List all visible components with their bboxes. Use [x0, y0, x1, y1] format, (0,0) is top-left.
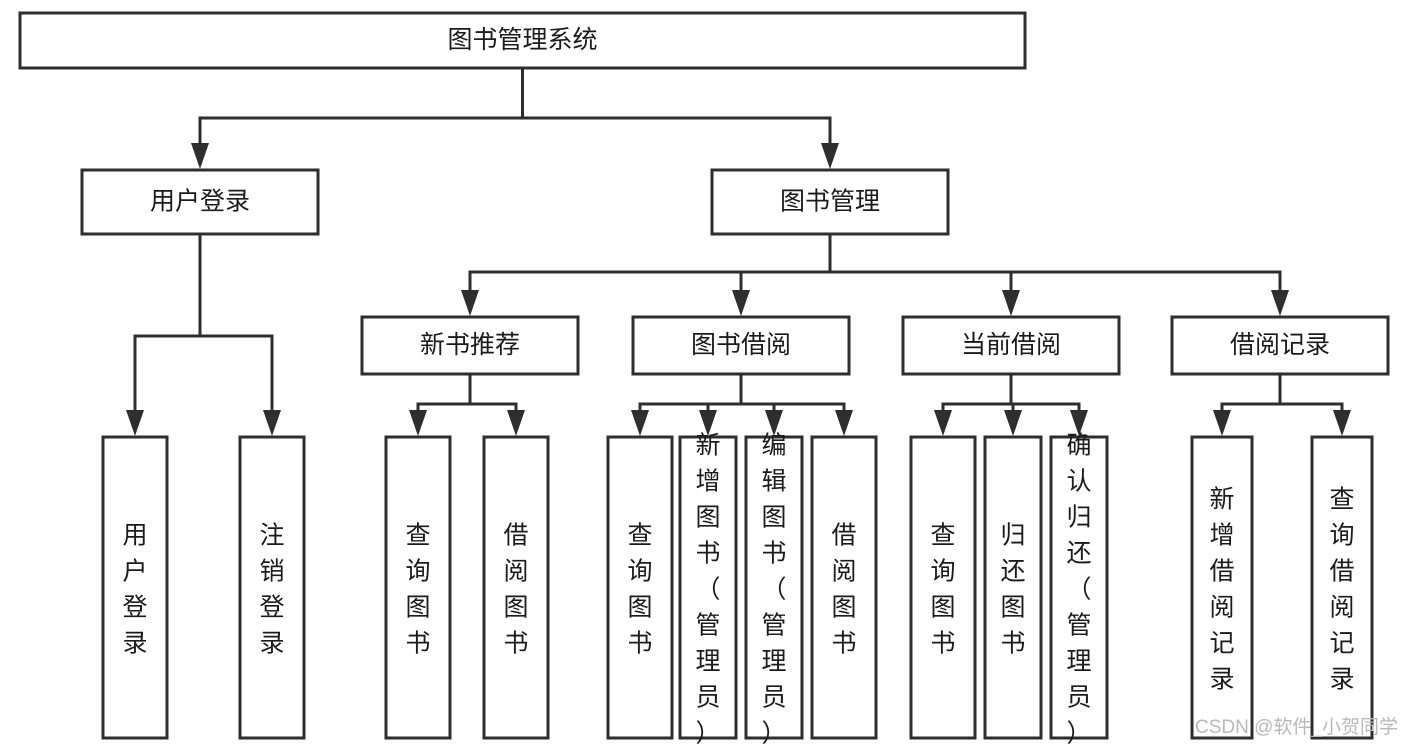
node-label: 新增图书（管理员） — [695, 432, 720, 747]
node-label: 当前借阅 — [961, 331, 1061, 359]
node-leaf-edit-book[interactable]: 编辑图书（管理员） — [744, 432, 804, 747]
node-leaf-user-login[interactable]: 用户登录 — [101, 435, 169, 740]
node-book-management[interactable]: 图书管理 — [710, 168, 950, 236]
arrow-head-icon — [765, 410, 783, 436]
node-box[interactable] — [678, 435, 738, 740]
node-box[interactable] — [1190, 435, 1254, 740]
node-leaf-confirm-return[interactable]: 确认归还（管理员） — [1049, 432, 1109, 747]
node-label: 查询图书 — [930, 522, 955, 658]
node-label: 确认归还（管理员） — [1066, 432, 1091, 747]
node-layer: 图书管理系统用户登录图书管理新书推荐图书借阅当前借阅借阅记录用户登录注销登录查询… — [18, 11, 1390, 747]
arrow-head-icon — [699, 410, 717, 436]
node-label: 查询借阅记录 — [1329, 486, 1354, 694]
node-box[interactable] — [1049, 435, 1109, 740]
arrow-head-icon — [1004, 410, 1022, 436]
node-box[interactable] — [810, 435, 878, 740]
node-box[interactable] — [901, 315, 1121, 376]
node-box[interactable] — [744, 435, 804, 740]
node-box[interactable] — [384, 435, 452, 740]
node-borrow-record[interactable]: 借阅记录 — [1170, 315, 1390, 376]
arrow-head-icon — [191, 143, 209, 169]
node-label: 查询图书 — [627, 522, 652, 658]
arrow-head-icon — [461, 290, 479, 316]
node-box[interactable] — [360, 315, 580, 376]
arrow-head-icon — [821, 143, 839, 169]
node-box[interactable] — [80, 168, 320, 236]
node-label: 查询图书 — [405, 522, 430, 658]
node-label: 新增借阅记录 — [1209, 486, 1234, 694]
node-label: 新书推荐 — [420, 331, 520, 359]
node-box[interactable] — [909, 435, 977, 740]
node-book-borrow[interactable]: 图书借阅 — [631, 315, 851, 376]
csdn-watermark: CSDN @软件_小贺同学 — [1195, 716, 1398, 738]
node-box[interactable] — [482, 435, 550, 740]
node-label: 编辑图书（管理员） — [761, 432, 786, 747]
node-box[interactable] — [606, 435, 674, 740]
node-label: 借阅图书 — [831, 522, 856, 658]
node-label: 用户登录 — [150, 188, 250, 216]
node-box[interactable] — [238, 435, 306, 740]
arrow-head-icon — [126, 410, 144, 436]
node-root[interactable]: 图书管理系统 — [18, 11, 1027, 70]
node-leaf-add-borrow-record[interactable]: 新增借阅记录 — [1190, 435, 1254, 740]
node-label: 用户登录 — [122, 522, 147, 658]
node-label: 借阅图书 — [503, 522, 528, 658]
node-box[interactable] — [983, 435, 1043, 740]
connector-layer — [126, 66, 1351, 436]
arrow-head-icon — [507, 410, 525, 436]
arrow-head-icon — [934, 410, 952, 436]
node-box[interactable] — [631, 315, 851, 376]
node-label: 借阅记录 — [1230, 331, 1330, 359]
node-box[interactable] — [710, 168, 950, 236]
node-label: 图书管理系统 — [447, 26, 597, 54]
node-label: 图书借阅 — [691, 331, 791, 359]
arrow-head-icon — [1002, 290, 1020, 316]
node-box[interactable] — [1310, 435, 1374, 740]
node-box[interactable] — [1170, 315, 1390, 376]
node-leaf-logout[interactable]: 注销登录 — [238, 435, 306, 740]
arrow-head-icon — [732, 290, 750, 316]
node-leaf-add-book[interactable]: 新增图书（管理员） — [678, 432, 738, 747]
node-leaf-query-book-1[interactable]: 查询图书 — [384, 435, 452, 740]
node-leaf-query-borrow-record[interactable]: 查询借阅记录 — [1310, 435, 1374, 740]
node-label: 注销登录 — [259, 522, 284, 658]
node-leaf-return-book[interactable]: 归还图书 — [983, 435, 1043, 740]
node-box[interactable] — [18, 11, 1027, 70]
arrow-head-icon — [1070, 410, 1088, 436]
node-label: 图书管理 — [780, 188, 880, 216]
arrow-head-icon — [1271, 290, 1289, 316]
arrow-head-icon — [263, 410, 281, 436]
node-leaf-query-book-2[interactable]: 查询图书 — [606, 435, 674, 740]
node-user-login[interactable]: 用户登录 — [80, 168, 320, 236]
arrow-head-icon — [1333, 410, 1351, 436]
node-new-book-recommend[interactable]: 新书推荐 — [360, 315, 580, 376]
node-leaf-borrow-book-2[interactable]: 借阅图书 — [810, 435, 878, 740]
node-box[interactable] — [101, 435, 169, 740]
node-leaf-query-book-3[interactable]: 查询图书 — [909, 435, 977, 740]
node-current-borrow[interactable]: 当前借阅 — [901, 315, 1121, 376]
arrow-head-icon — [409, 410, 427, 436]
node-leaf-borrow-book-1[interactable]: 借阅图书 — [482, 435, 550, 740]
arrow-head-icon — [1213, 410, 1231, 436]
arrow-head-icon — [835, 410, 853, 436]
node-label: 归还图书 — [1000, 522, 1025, 658]
arrow-head-icon — [631, 410, 649, 436]
